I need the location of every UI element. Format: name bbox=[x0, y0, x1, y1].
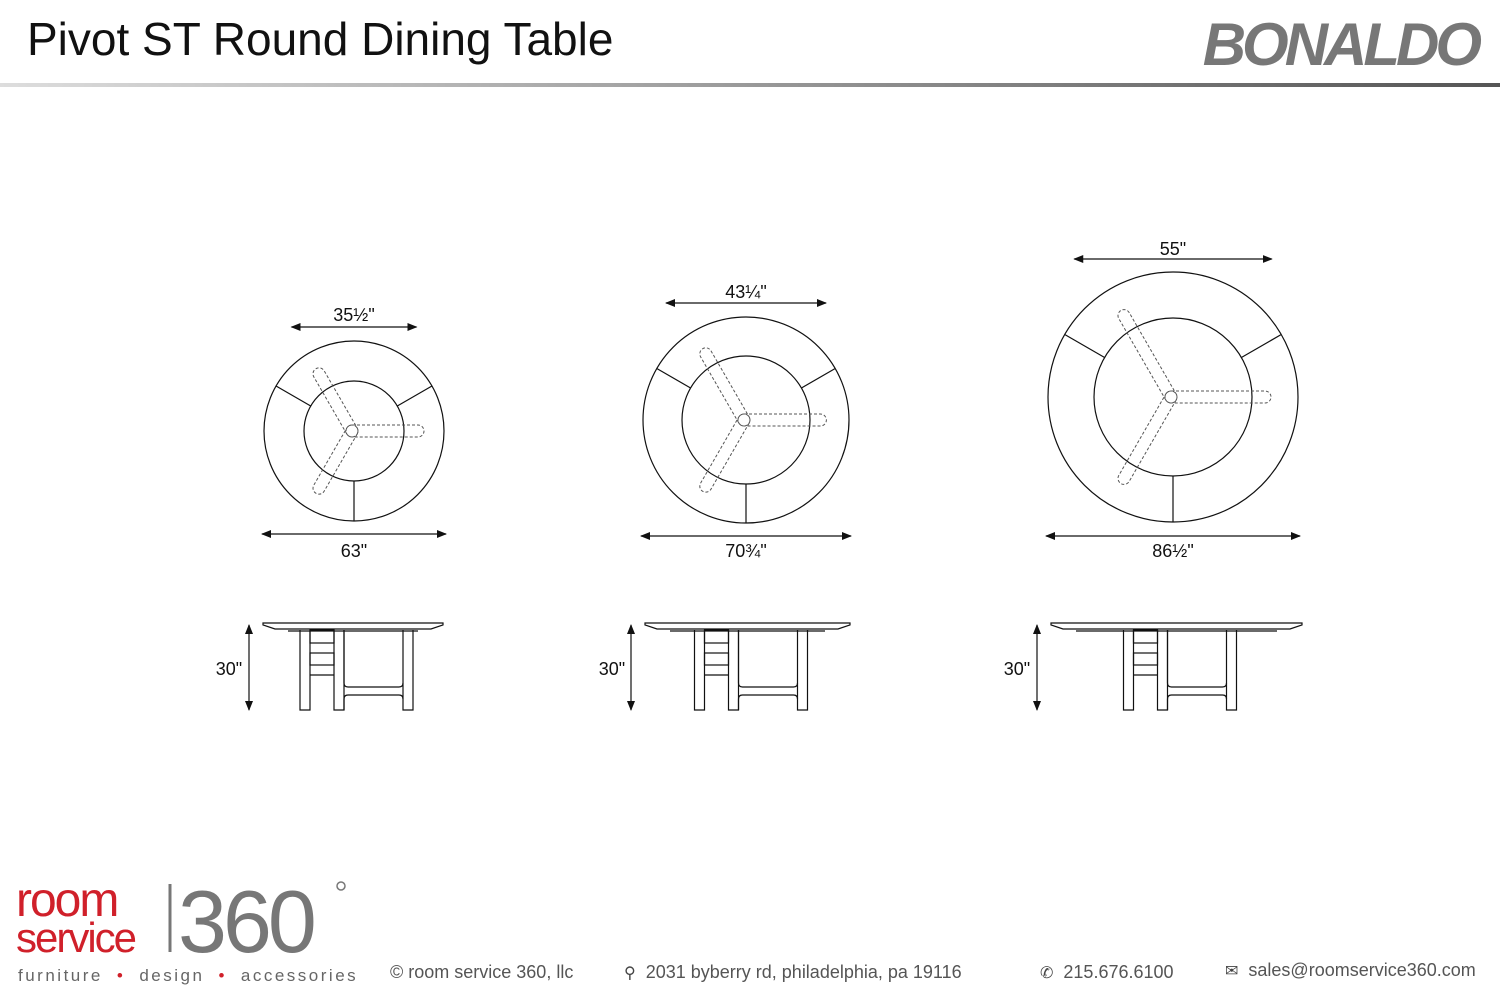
closed-diameter-label-3: 55" bbox=[1160, 239, 1186, 259]
base-arm-dashed-3 bbox=[1164, 390, 1272, 404]
address-text: 2031 byberry rd, philadelphia, pa 19116 bbox=[645, 962, 962, 982]
closed-diameter-label-2: 43¼" bbox=[725, 282, 766, 302]
phone-text: 215.676.6100 bbox=[1063, 962, 1174, 982]
frame-base-2 bbox=[737, 694, 799, 710]
frame-inner-1 bbox=[343, 630, 404, 688]
block-upper-3 bbox=[1132, 629, 1159, 644]
address: ⚲ 2031 byberry rd, philadelphia, pa 19116 bbox=[624, 962, 962, 983]
block-middle-1 bbox=[309, 652, 335, 666]
header-divider bbox=[0, 83, 1500, 87]
base-arm-dashed-3 bbox=[1117, 390, 1178, 485]
logo-service: service bbox=[16, 914, 136, 958]
tabletop-elevation-3 bbox=[1050, 622, 1303, 630]
email-link[interactable]: ✉ sales@roomservice360.com bbox=[1225, 960, 1476, 981]
frame-inner-3 bbox=[1166, 630, 1228, 688]
leaf-divider-1 bbox=[397, 385, 433, 407]
base-arm-dashed-1 bbox=[345, 424, 425, 438]
table-inner-circle-3 bbox=[1093, 317, 1253, 477]
open-diameter-label-2: 70¾" bbox=[725, 541, 766, 561]
page-title: Pivot ST Round Dining Table bbox=[27, 13, 614, 65]
brand-logo: BONALDO bbox=[1202, 11, 1482, 78]
phone[interactable]: ✆ 215.676.6100 bbox=[1040, 962, 1174, 983]
logo-room: room bbox=[16, 878, 117, 927]
frame-base-1 bbox=[343, 694, 404, 710]
table-inner-circle-2 bbox=[681, 355, 811, 485]
height-label-1: 30" bbox=[216, 659, 242, 679]
leg-center-2 bbox=[727, 630, 740, 711]
table-inner-circle-1 bbox=[303, 380, 405, 482]
leaf-divider-3 bbox=[1064, 333, 1105, 359]
room-service-360-logo: room service 360 bbox=[16, 872, 356, 971]
base-arm-dashed-2 bbox=[737, 413, 827, 427]
height-label-3: 30" bbox=[1004, 659, 1030, 679]
envelope-icon: ✉ bbox=[1225, 963, 1239, 980]
leaf-divider-2 bbox=[801, 367, 836, 389]
leaf-divider-3 bbox=[1241, 333, 1282, 359]
leaf-divider-2 bbox=[656, 367, 691, 389]
leg-center-3 bbox=[1156, 630, 1169, 711]
email-text: sales@roomservice360.com bbox=[1248, 960, 1476, 980]
leg-right-3 bbox=[1225, 630, 1238, 711]
frame-inner-2 bbox=[737, 630, 799, 688]
leg-right-2 bbox=[796, 630, 809, 711]
base-arm-dashed-1 bbox=[312, 367, 359, 438]
copyright: © room service 360, llc bbox=[390, 962, 574, 982]
block-middle-2 bbox=[703, 652, 730, 666]
tabletop-elevation-1 bbox=[262, 622, 444, 630]
tabletop-elevation-2 bbox=[644, 622, 851, 630]
leg-left-3 bbox=[1122, 630, 1135, 711]
open-diameter-label-3: 86½" bbox=[1152, 541, 1193, 561]
base-arm-dashed-3 bbox=[1117, 309, 1178, 404]
leaf-divider-1 bbox=[275, 385, 311, 407]
location-pin-icon: ⚲ bbox=[624, 965, 636, 982]
block-upper-2 bbox=[703, 629, 730, 644]
tagline-furniture: furniture bbox=[18, 966, 103, 985]
open-diameter-label-1: 63" bbox=[341, 541, 367, 561]
leg-left-1 bbox=[299, 630, 311, 711]
base-arm-dashed-1 bbox=[312, 424, 359, 495]
base-arm-dashed-2 bbox=[699, 413, 751, 493]
logo-360: 360 bbox=[178, 878, 314, 958]
block-middle-3 bbox=[1132, 652, 1159, 666]
tagline: furniture•design•accessories bbox=[18, 966, 359, 985]
leg-center-1 bbox=[333, 630, 345, 711]
closed-diameter-label-1: 35½" bbox=[333, 305, 374, 325]
block-upper-1 bbox=[309, 629, 335, 644]
height-label-2: 30" bbox=[599, 659, 625, 679]
tagline-design: design bbox=[139, 966, 205, 985]
tagline-accessories: accessories bbox=[240, 966, 359, 985]
phone-icon: ✆ bbox=[1040, 965, 1054, 982]
frame-base-3 bbox=[1166, 694, 1228, 710]
leg-left-2 bbox=[693, 630, 706, 711]
leg-right-1 bbox=[402, 630, 414, 711]
base-arm-dashed-2 bbox=[699, 347, 751, 427]
